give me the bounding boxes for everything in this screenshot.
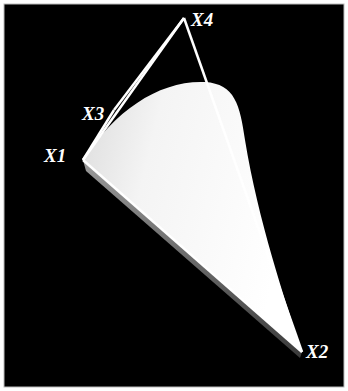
curved-surface	[83, 82, 302, 352]
vertex-label: X1	[44, 146, 66, 165]
black-ground	[4, 4, 344, 387]
vertex-label: X2	[306, 342, 328, 361]
vertex-label: X4	[191, 10, 213, 29]
vertex-label: X3	[82, 104, 104, 123]
tetrahedron-edges	[83, 18, 302, 352]
